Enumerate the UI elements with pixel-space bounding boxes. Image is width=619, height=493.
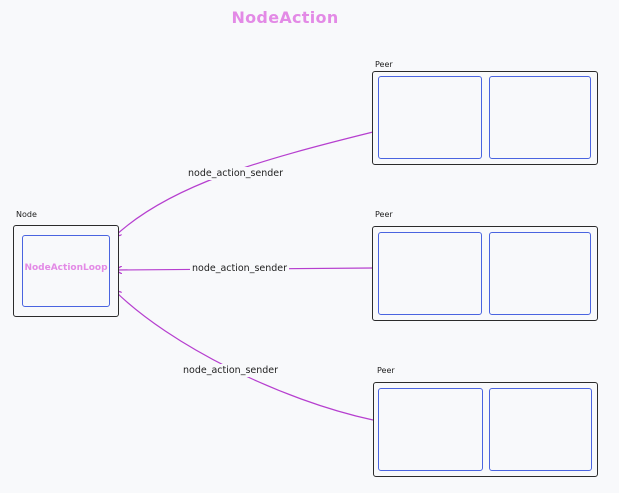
node-frame: NodeActionLoop	[13, 225, 119, 317]
diagram-title: NodeAction	[231, 8, 339, 27]
peer-frame-bottom	[373, 382, 598, 477]
arrow-peer3-to-node	[115, 291, 374, 421]
peer-frame-top	[372, 71, 598, 165]
node-action-loop-label: NodeActionLoop	[24, 263, 108, 273]
arrow-peer1-to-node	[115, 131, 374, 236]
peer-middle-right-box	[489, 232, 591, 315]
node-action-loop-box: NodeActionLoop	[22, 235, 110, 307]
edge-label-bottom: node_action_sender	[181, 364, 281, 377]
peer-bottom-right-box	[489, 388, 592, 471]
peer-frame-label: Peer	[375, 60, 393, 69]
peer-frame-middle	[372, 226, 598, 321]
peer-frame-label: Peer	[375, 210, 393, 219]
node-frame-label: Node	[16, 210, 37, 219]
peer-middle-left-box	[378, 232, 482, 315]
edge-label-middle: node_action_sender	[190, 262, 290, 275]
peer-frame-label: Peer	[377, 366, 395, 375]
peer-bottom-left-box	[378, 388, 483, 471]
peer-top-left-box	[378, 76, 482, 159]
edge-label-top: node_action_sender	[186, 167, 286, 180]
peer-top-right-box	[489, 76, 591, 159]
